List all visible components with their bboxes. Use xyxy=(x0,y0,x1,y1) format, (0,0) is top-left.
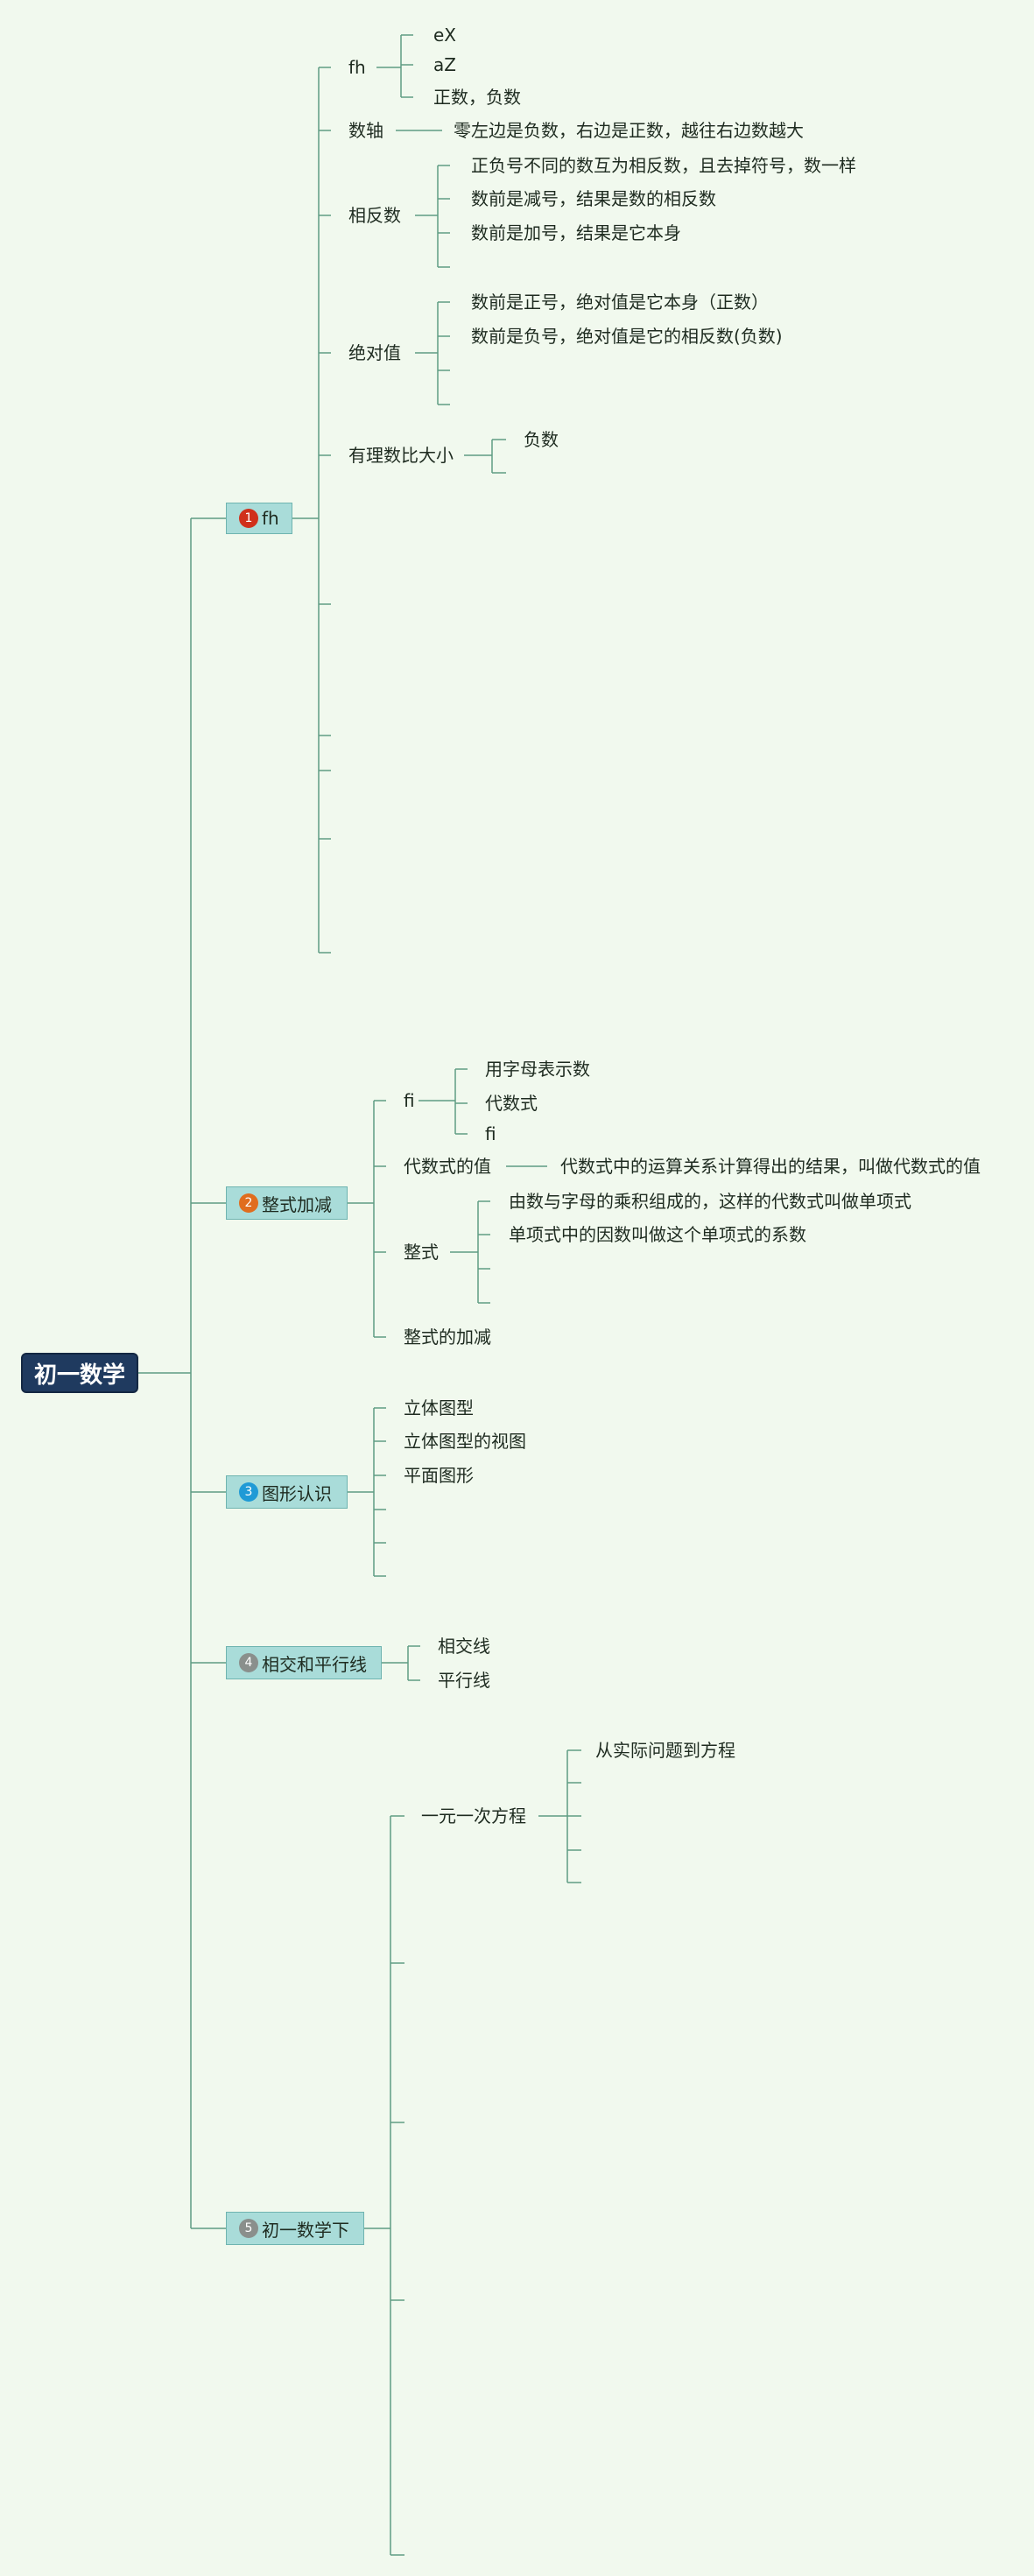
number-badge-icon: 4 xyxy=(239,1653,258,1672)
topic-integral-expression[interactable]: 整式 xyxy=(404,1242,439,1263)
leaf-real-problem-to-equation[interactable]: 从实际问题到方程 xyxy=(595,1740,735,1761)
topic-fi[interactable]: fi xyxy=(404,1090,415,1111)
topic-opposite-number[interactable]: 相反数 xyxy=(348,205,401,226)
leaf-ex[interactable]: eX xyxy=(433,25,457,46)
number-badge-icon: 3 xyxy=(239,1482,258,1502)
topic-solid-figure[interactable]: 立体图型 xyxy=(404,1397,474,1418)
branch-node-4[interactable]: 4 相交和平行线 xyxy=(226,1646,382,1679)
topic-add-subtract[interactable]: 整式的加减 xyxy=(404,1327,491,1348)
leaf-opposite-3[interactable]: 数前是加号，结果是它本身 xyxy=(471,222,681,243)
leaf-positive-negative[interactable]: 正数，负数 xyxy=(433,87,521,108)
root-label: 初一数学 xyxy=(33,1362,125,1389)
leaf-absolute-2[interactable]: 数前是负号，绝对值是它的相反数(负数) xyxy=(471,326,783,347)
leaf-az[interactable]: aZ xyxy=(433,54,456,75)
leaf-expression-value-def[interactable]: 代数式中的运算关系计算得出的结果，叫做代数式的值 xyxy=(560,1156,981,1177)
leaf-algebraic-expression[interactable]: 代数式 xyxy=(485,1093,538,1114)
leaf-negative[interactable]: 负数 xyxy=(524,429,559,450)
leaf-fi[interactable]: fi xyxy=(485,1123,496,1144)
root-node[interactable]: 初一数学 xyxy=(21,1353,138,1393)
topic-number-line[interactable]: 数轴 xyxy=(348,120,383,141)
number-badge-icon: 2 xyxy=(239,1193,258,1213)
branch-node-1[interactable]: 1 fh xyxy=(226,503,292,534)
topic-solid-figure-views[interactable]: 立体图型的视图 xyxy=(404,1431,526,1452)
leaf-number-line-rule[interactable]: 零左边是负数，右边是正数，越往右边数越大 xyxy=(454,120,804,141)
topic-fh[interactable]: fh xyxy=(348,57,366,78)
leaf-monomial-def[interactable]: 由数与字母的乘积组成的，这样的代数式叫做单项式 xyxy=(509,1191,911,1212)
topic-plane-figure[interactable]: 平面图形 xyxy=(404,1465,474,1486)
topic-intersecting-lines[interactable]: 相交线 xyxy=(438,1636,490,1657)
leaf-letters-represent-numbers[interactable]: 用字母表示数 xyxy=(485,1059,590,1080)
number-badge-icon: 1 xyxy=(239,509,258,528)
branch-label: fh xyxy=(262,508,279,529)
branch-node-2[interactable]: 2 整式加减 xyxy=(226,1186,348,1220)
topic-compare-rationals[interactable]: 有理数比大小 xyxy=(348,445,454,466)
topic-absolute-value[interactable]: 绝对值 xyxy=(348,342,401,363)
topic-linear-equation[interactable]: 一元一次方程 xyxy=(421,1805,526,1826)
branch-node-3[interactable]: 3 图形认识 xyxy=(226,1475,348,1509)
topic-expression-value[interactable]: 代数式的值 xyxy=(404,1156,491,1177)
leaf-opposite-2[interactable]: 数前是减号，结果是数的相反数 xyxy=(471,188,716,209)
branch-label: 图形认识 xyxy=(262,1482,332,1504)
branch-label: 初一数学下 xyxy=(262,2219,349,2241)
leaf-coefficient-def[interactable]: 单项式中的因数叫做这个单项式的系数 xyxy=(509,1224,806,1245)
topic-parallel-lines[interactable]: 平行线 xyxy=(438,1670,490,1691)
branch-label: 相交和平行线 xyxy=(262,1653,367,1675)
leaf-opposite-1[interactable]: 正负号不同的数互为相反数，且去掉符号，数一样 xyxy=(471,155,856,176)
branch-label: 整式加减 xyxy=(262,1193,332,1215)
branch-node-5[interactable]: 5 初一数学下 xyxy=(226,2212,364,2245)
number-badge-icon: 5 xyxy=(239,2219,258,2238)
leaf-absolute-1[interactable]: 数前是正号，绝对值是它本身（正数） xyxy=(471,292,769,313)
